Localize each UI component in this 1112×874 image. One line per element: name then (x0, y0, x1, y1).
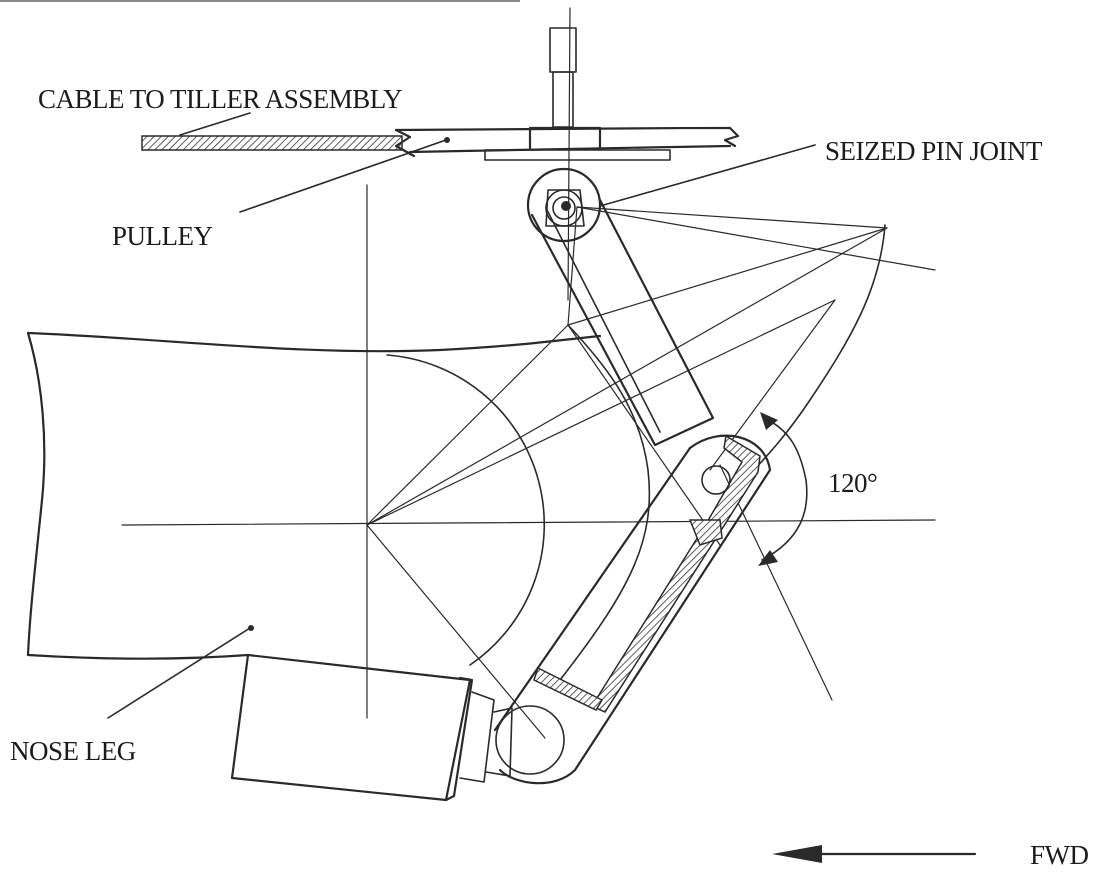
swing-arcs (386, 224, 886, 681)
leader-lines (107, 112, 816, 719)
angle-label: 120° (828, 468, 877, 498)
pulley-label: PULLEY (112, 221, 213, 251)
steering-link (530, 198, 715, 447)
cable (141, 126, 740, 158)
seized-pin-joint-label: SEIZED PIN JOINT (825, 136, 1043, 166)
swing-arm (493, 434, 772, 785)
cable-label: CABLE TO TILLER ASSEMBLY (38, 84, 402, 114)
nose-leg-label: NOSE LEG (10, 736, 136, 766)
fwd-arrow (772, 845, 977, 863)
construction-rays (366, 206, 936, 739)
angle-indicator (758, 412, 808, 566)
actuator-block (230, 653, 513, 802)
nose-leg-body (26, 331, 602, 660)
fwd-label: FWD (1030, 840, 1089, 870)
pulley-assembly (484, 27, 671, 161)
seized-pin-joint (526, 167, 602, 243)
